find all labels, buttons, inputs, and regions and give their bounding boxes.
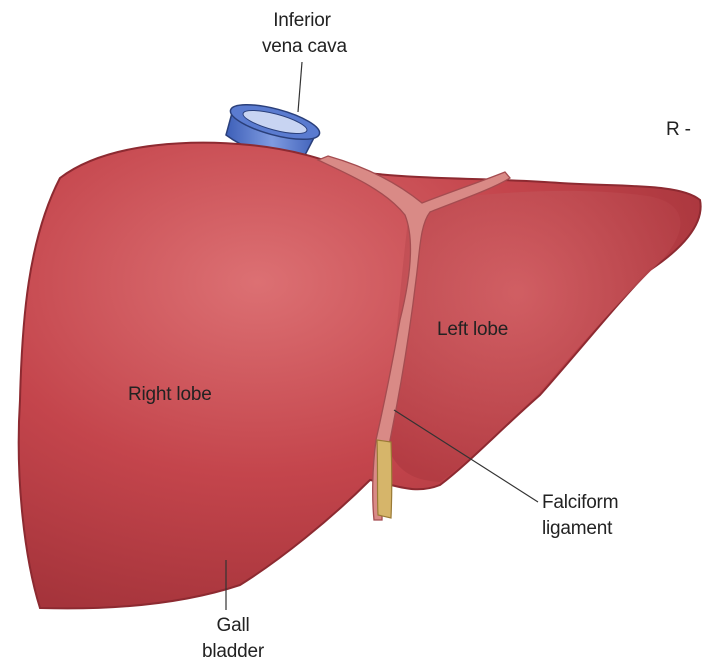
falciform-label: Falciform ligament <box>542 490 618 542</box>
gall-bladder-label: Gall bladder <box>198 613 268 665</box>
ivc-leader <box>298 62 302 112</box>
falciform-label-line1: Falciform <box>542 490 618 516</box>
ivc-label-line2: vena cava <box>262 34 342 60</box>
falciform-label-line2: ligament <box>542 516 618 542</box>
ivc-label-line1: Inferior <box>262 8 342 34</box>
right-lobe-label: Right lobe <box>128 382 212 408</box>
orientation-marker: R - <box>666 117 691 143</box>
left-lobe-label: Left lobe <box>437 317 508 343</box>
gall-bladder-label-line2: bladder <box>198 639 268 665</box>
left-lobe-shade <box>385 191 680 482</box>
round-ligament <box>377 440 392 518</box>
ivc-label: Inferior vena cava <box>262 8 342 60</box>
gall-bladder-label-line1: Gall <box>198 613 268 639</box>
